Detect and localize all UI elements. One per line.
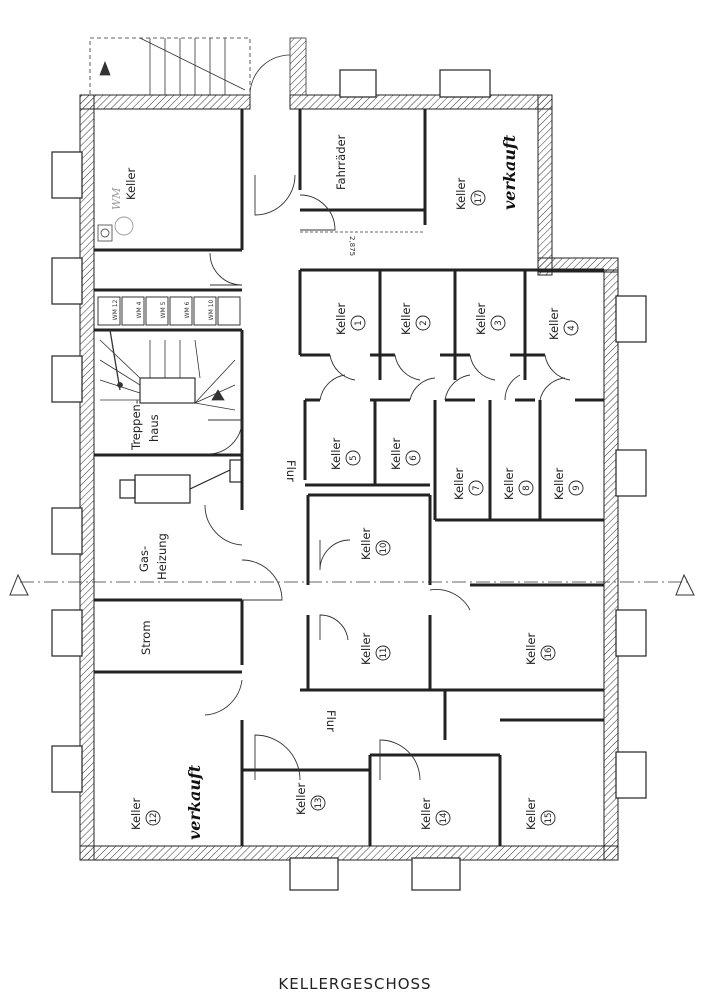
wm-handwritten: WM [110, 187, 123, 210]
room-number-keller-5: 5 [349, 455, 359, 460]
room-label-keller-top: Keller [124, 167, 138, 200]
room-label-keller-11: Keller [359, 632, 373, 665]
label-gasheizung-1: Gas- [137, 546, 151, 572]
label-treppenhaus-2: haus [147, 414, 161, 442]
meter-label: WM 10 [208, 299, 215, 320]
room-label-keller-6: Keller [389, 437, 403, 470]
label-strom: Strom [139, 620, 153, 655]
room-number-keller-1: 1 [354, 320, 364, 325]
gas-boiler [119, 459, 243, 504]
room-number-keller-13: 13 [314, 798, 324, 809]
room-number-keller-6: 6 [409, 455, 419, 460]
meter-row [97, 296, 241, 326]
door-swings [204, 174, 571, 781]
room-number-circle-keller-17 [470, 190, 486, 206]
room-number-keller-15: 15 [544, 813, 554, 824]
room-number-keller-12: 12 [149, 813, 159, 824]
room-number-circle-keller-4 [563, 320, 579, 336]
section-marker-right [675, 573, 695, 596]
room-number-circle-keller-9 [568, 480, 584, 496]
room-number-circle-keller-7 [468, 480, 484, 496]
staircase [99, 329, 236, 411]
meter-label: WM 4 [136, 301, 143, 318]
room-number-circle-keller-6 [405, 450, 421, 466]
room-label-keller-8: Keller [502, 467, 516, 500]
entrance-stair [89, 37, 307, 96]
room-label-keller-5: Keller [329, 437, 343, 470]
room-number-circle-keller-8 [518, 480, 534, 496]
room-number-keller-10: 10 [379, 543, 389, 554]
label-gasheizung-2: Heizung [155, 533, 169, 580]
room-label-keller-15: Keller [524, 797, 538, 830]
dimension-label: 2,875 [348, 236, 356, 256]
room-number-keller-2: 2 [419, 320, 429, 325]
room-label-keller-9: Keller [552, 467, 566, 500]
room-number-circle-keller-2 [415, 315, 431, 331]
room-number-circle-keller-10 [375, 540, 391, 556]
plan-title: KELLERGESCHOSS [278, 975, 432, 993]
room-label-keller-14: Keller [419, 797, 433, 830]
room-number-circle-keller-5 [345, 450, 361, 466]
room-label-fahrraeder: Fahrräder [334, 134, 348, 190]
note-keller-17: verkauft [500, 134, 519, 210]
room-number-circle-keller-12 [145, 810, 161, 826]
room-label-keller-10: Keller [359, 527, 373, 560]
room-label-keller-2: Keller [399, 302, 413, 335]
room-number-circle-keller-15 [540, 810, 556, 826]
room-number-circle-keller-3 [490, 315, 506, 331]
room-label-keller-17: Keller [454, 177, 468, 210]
meter-label: WM 12 [112, 299, 119, 320]
room-number-keller-7: 7 [472, 485, 482, 490]
room-label-keller-1: Keller [334, 302, 348, 335]
room-number-keller-9: 9 [572, 485, 582, 490]
room-number-keller-14: 14 [439, 813, 449, 824]
room-number-circle-keller-16 [540, 645, 556, 661]
exterior-walls [79, 94, 619, 861]
label-flur-1: Flur [284, 460, 298, 482]
interior-walls [94, 109, 604, 846]
section-marker-left [9, 573, 29, 596]
room-label-keller-13: Keller [294, 782, 308, 815]
room-label-keller-3: Keller [474, 302, 488, 335]
wm-symbol [97, 216, 134, 242]
room-number-keller-3: 3 [494, 320, 504, 325]
meter-label: WM 5 [160, 301, 167, 318]
room-number-keller-16: 16 [544, 648, 554, 659]
room-label-keller-16: Keller [524, 632, 538, 665]
room-number-keller-4: 4 [567, 325, 577, 330]
room-number-circle-keller-1 [350, 315, 366, 331]
room-label-keller-7: Keller [452, 467, 466, 500]
label-flur-2: Flur [324, 710, 338, 732]
light-wells [51, 69, 647, 891]
room-number-keller-11: 11 [379, 648, 389, 659]
room-number-circle-keller-11 [375, 645, 391, 661]
room-number-keller-17: 17 [474, 193, 484, 204]
room-label-keller-12: Keller [129, 797, 143, 830]
note-keller-12: verkauft [185, 764, 204, 840]
meter-label: WM 6 [184, 301, 191, 318]
room-number-circle-keller-13 [310, 795, 326, 811]
room-label-keller-4: Keller [547, 307, 561, 340]
room-number-circle-keller-14 [435, 810, 451, 826]
room-number-keller-8: 8 [522, 485, 532, 490]
label-treppenhaus-1: Treppen- [129, 400, 143, 451]
